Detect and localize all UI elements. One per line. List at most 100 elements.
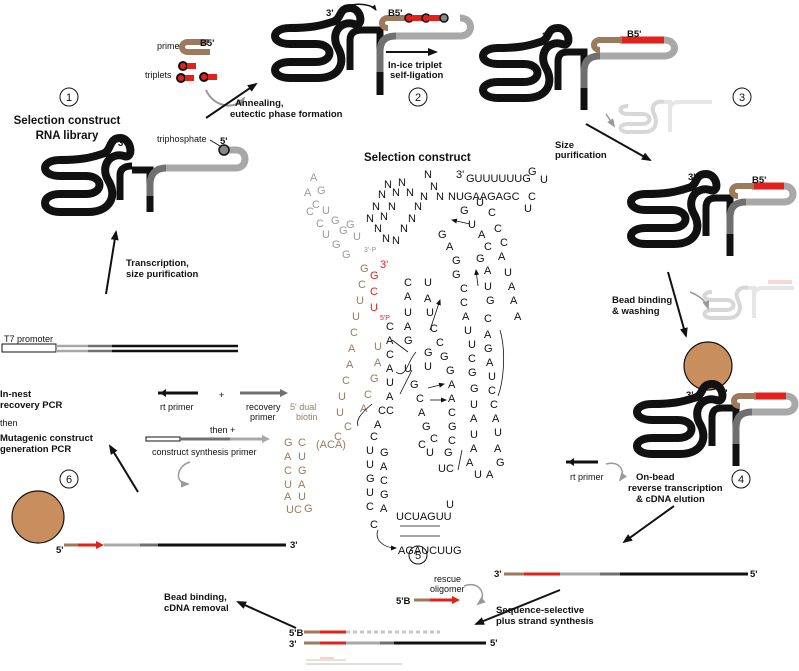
svg-text:N: N: [366, 213, 374, 225]
svg-text:C: C: [488, 207, 496, 219]
rt-primer-label: rt primer: [160, 402, 194, 412]
svg-text:U: U: [353, 231, 361, 243]
svg-text:G: G: [460, 205, 469, 217]
svg-text:G: G: [410, 379, 419, 391]
svg-text:G: G: [380, 489, 389, 501]
step-number: 5: [415, 550, 421, 562]
B5-label: B5': [388, 8, 402, 19]
svg-text:A: A: [418, 407, 426, 419]
step-number: 4: [738, 474, 744, 486]
svg-text:G: G: [404, 335, 413, 347]
biotin-loop: (ACA): [316, 439, 346, 451]
svg-text:A: A: [380, 503, 388, 515]
bead: [11, 490, 65, 544]
selection-construct-title: Selection construct: [364, 152, 471, 164]
svg-text:U: U: [494, 427, 502, 439]
bead-binding-line2: & washing: [612, 306, 660, 317]
recovery-line2: primer: [250, 412, 276, 422]
recovery-line1: recovery: [246, 402, 281, 412]
transcription-line2: size purification: [126, 269, 199, 280]
svg-text:C: C: [370, 286, 378, 298]
svg-text:G: G: [342, 249, 351, 261]
svg-text:A: A: [386, 363, 394, 375]
top-right-u: U: [540, 174, 548, 186]
svg-text:C: C: [364, 389, 372, 401]
step-number: 6: [66, 474, 72, 486]
svg-text:U: U: [474, 469, 482, 481]
svg-text:U: U: [470, 399, 478, 411]
svg-text:C: C: [366, 501, 374, 513]
svg-text:G: G: [496, 457, 505, 469]
svg-text:U: U: [424, 277, 432, 289]
svg-text:C: C: [306, 206, 314, 218]
svg-text:U: U: [464, 325, 472, 337]
svg-text:C: C: [460, 297, 468, 309]
svg-text:N: N: [414, 201, 422, 213]
svg-text:A: A: [486, 357, 494, 369]
svg-text:U: U: [366, 445, 374, 457]
svg-text:U: U: [322, 229, 330, 241]
svg-text:A: A: [478, 229, 486, 241]
three-prime-seq: 3': [456, 169, 464, 181]
three-prime: 3': [118, 138, 126, 149]
svg-text:C: C: [350, 327, 358, 339]
rna-construct-4: [633, 380, 799, 466]
svg-text:C: C: [484, 241, 492, 253]
svg-text:A: A: [448, 379, 456, 391]
dual-biotin-line1: 5' dual: [290, 402, 316, 412]
svg-text:N: N: [380, 211, 388, 223]
step-number: 1: [66, 92, 72, 104]
five-prime: 5': [750, 569, 758, 580]
svg-text:G: G: [486, 295, 495, 307]
svg-text:A: A: [386, 335, 394, 347]
svg-text:N: N: [436, 191, 444, 203]
svg-text:U: U: [352, 311, 360, 323]
svg-text:C: C: [460, 283, 468, 295]
svg-text:A: A: [284, 451, 292, 463]
svg-text:G: G: [448, 421, 457, 433]
svg-text:C: C: [500, 237, 508, 249]
size-purification-line2: purification: [555, 150, 607, 161]
rna-construct-1: [41, 134, 249, 216]
svg-text:C: C: [380, 475, 388, 487]
svg-text:C: C: [418, 439, 426, 451]
svg-text:U: U: [366, 487, 374, 499]
svg-text:C: C: [378, 405, 386, 417]
svg-text:U: U: [336, 407, 344, 419]
svg-text:A: A: [404, 291, 412, 303]
rna-construct-3-faded: [618, 99, 712, 134]
svg-text:A: A: [304, 187, 312, 199]
svg-text:A: A: [492, 413, 500, 425]
svg-text:U: U: [298, 451, 306, 463]
library-title-line1: Selection construct: [14, 115, 121, 127]
svg-text:G: G: [298, 465, 307, 477]
n-region: N N N N N N N N N N N N N N N N N N N: [366, 169, 444, 247]
step-number-circle: [731, 469, 751, 489]
B5-label: B5': [627, 29, 641, 40]
bottom-seq-1: UCUAGUU: [396, 511, 452, 523]
svg-text:U: U: [338, 391, 346, 403]
svg-text:C: C: [370, 519, 378, 531]
then-label: then: [0, 418, 18, 428]
seq-selective-line2: plus strand synthesis: [496, 616, 594, 627]
svg-text:C: C: [430, 323, 438, 335]
svg-text:N: N: [424, 169, 432, 181]
bottom-c: C: [528, 191, 536, 203]
svg-text:U: U: [488, 371, 496, 383]
on-bead-line2: reverse transcription: [628, 483, 723, 494]
svg-text:C: C: [298, 437, 306, 449]
svg-text:A: A: [404, 321, 412, 333]
svg-text:C: C: [436, 337, 444, 349]
svg-text:G: G: [346, 219, 355, 231]
size-purification-line1: Size: [555, 140, 574, 151]
svg-text:N: N: [398, 177, 406, 189]
annealing-line1: Annealing,: [235, 98, 284, 109]
svg-text:A: A: [346, 359, 354, 371]
svg-text:U: U: [322, 205, 330, 217]
svg-text:A: A: [446, 241, 454, 253]
svg-text:A: A: [386, 391, 394, 403]
svg-text:G: G: [476, 253, 485, 265]
gray-stem: A G A C U G G C C U G G G U: [304, 172, 361, 261]
svg-text:G: G: [440, 351, 449, 363]
svg-text:G: G: [370, 373, 379, 385]
